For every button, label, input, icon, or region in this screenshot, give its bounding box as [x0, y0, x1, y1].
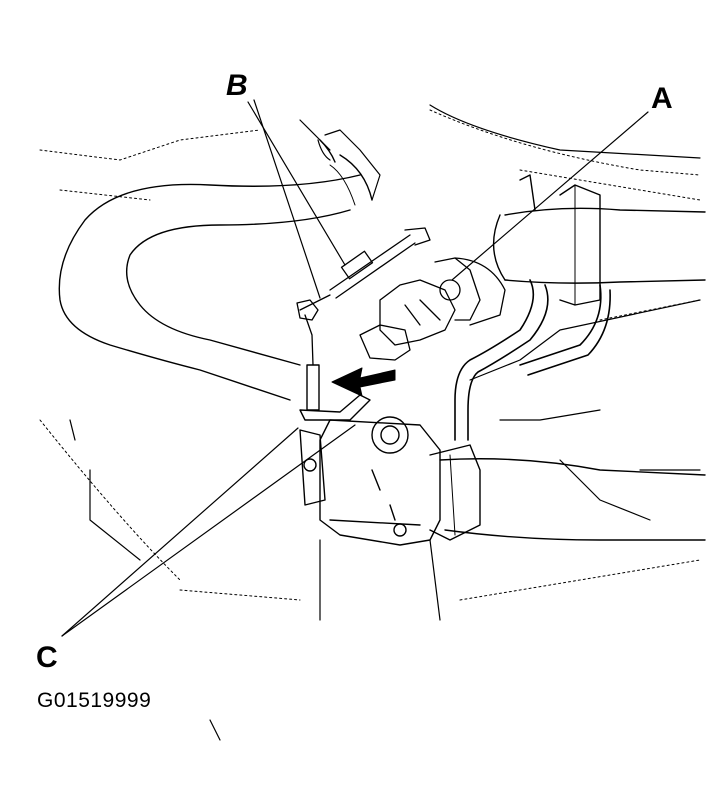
valve-body — [299, 416, 441, 546]
leader-line-a — [451, 111, 649, 281]
heater-hose-upper — [492, 174, 706, 306]
engine-block-outline — [69, 104, 701, 741]
callout-label-b: B — [226, 69, 248, 102]
direction-arrow — [331, 367, 396, 397]
control-cable-b — [296, 227, 431, 366]
leader-line-b — [247, 99, 346, 299]
figure-id: G01519999 — [37, 689, 152, 712]
radiator-hose-large — [58, 139, 373, 401]
coolant-pipe — [454, 279, 611, 441]
engine-background-outline — [39, 109, 701, 601]
leader-line-c — [61, 424, 356, 637]
callout-label-c: C — [36, 641, 58, 674]
callout-label-a: A — [651, 82, 673, 115]
cable-clamp-a — [359, 257, 506, 361]
heater-hose-lower — [429, 444, 706, 541]
hose-clamp-upper — [317, 129, 381, 201]
